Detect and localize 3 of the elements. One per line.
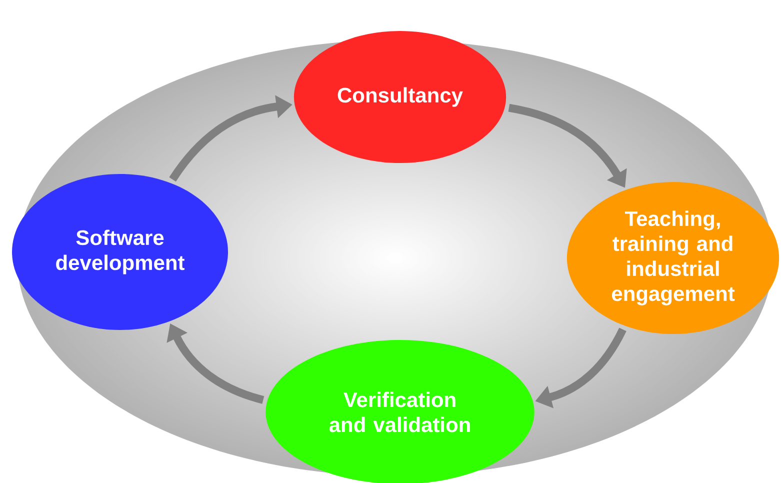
ellipse-node: Software development	[12, 174, 228, 330]
ellipse-node: Consultancy	[294, 31, 506, 163]
ellipse-node: Teaching, training and industrial engagement	[566, 182, 780, 334]
